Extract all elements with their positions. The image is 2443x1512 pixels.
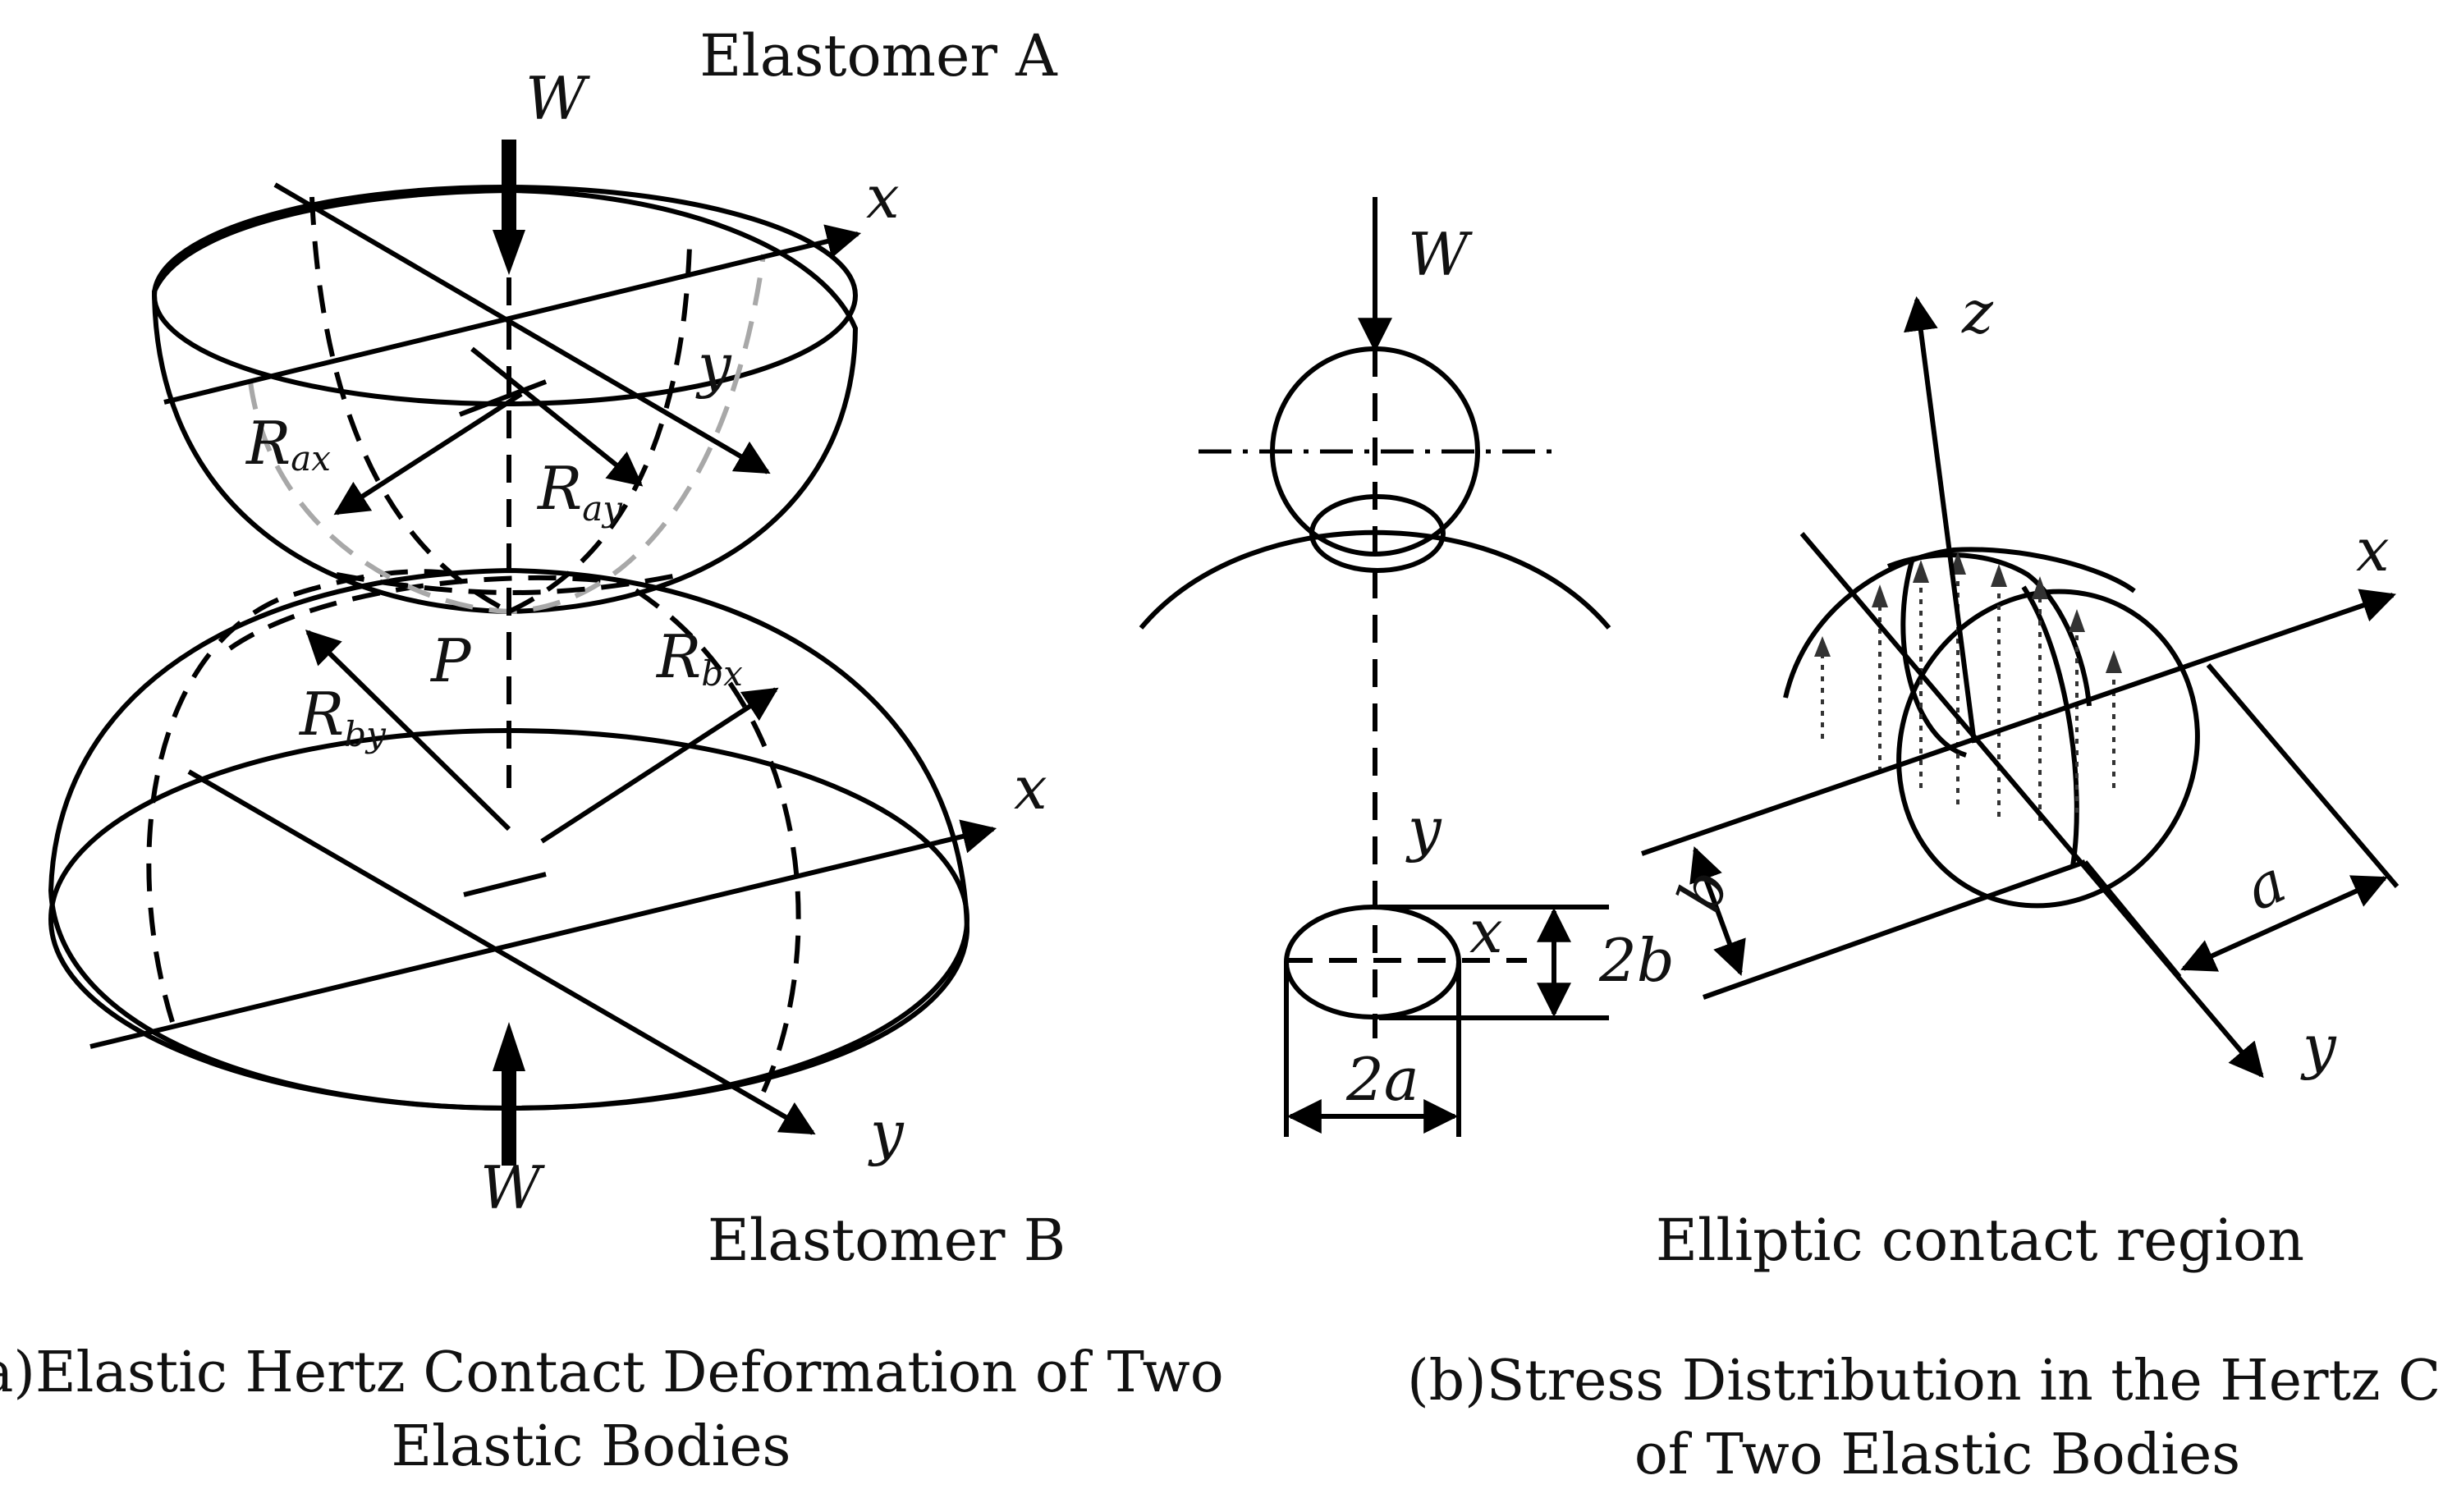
- panel-a: Elastomer A: [0, 22, 1224, 1479]
- radius-bx-label: Rbx: [655, 622, 743, 694]
- radius-ax-arrow: [333, 392, 523, 515]
- load-bottom-arrowhead: [493, 1022, 525, 1071]
- radius-ay-arrow: [470, 346, 644, 487]
- axis-z-arrow: [1904, 296, 1977, 744]
- dim-2a-label: 2a: [1345, 1045, 1419, 1114]
- caption-b-line2: of Two Elastic Bodies: [1634, 1423, 2240, 1487]
- load-top-arrowhead: [493, 230, 525, 275]
- body-b-axis-x: [89, 819, 997, 1049]
- radius-b-base-tick: [463, 872, 547, 897]
- dim-a-arrow: [2180, 875, 2388, 972]
- axis-x-bottom-label: x: [1014, 754, 1047, 822]
- body-a-contact-ring: [336, 572, 682, 596]
- load-bottom-label: W: [480, 1153, 545, 1222]
- axis-y-bottom-label: y: [868, 1098, 905, 1167]
- body-a-axis-x: [163, 224, 862, 405]
- axis-y-right-label: y: [2300, 1012, 2337, 1081]
- body-b: [48, 567, 997, 1135]
- axis-x-top-label: x: [866, 163, 900, 231]
- elastomer-b-label: Elastomer B: [708, 1207, 1066, 1274]
- body-a-hidden-arc-right: [507, 245, 692, 614]
- axis-x-right-label: x: [2356, 515, 2390, 584]
- load-b-label: W: [1408, 220, 1473, 289]
- dim-a-extension-2: [2083, 860, 2182, 978]
- body-b-hidden-arc-right: [622, 580, 801, 1093]
- axis-z-label: z: [1961, 277, 1994, 346]
- axis-y-mid-label: y: [1405, 795, 1442, 864]
- body-a-hidden-arc-left: [309, 196, 511, 614]
- body-b-hidden-arc-left: [146, 569, 461, 1023]
- axis-y-top-label: y: [695, 331, 732, 400]
- stress-contact-ellipse: [1896, 589, 2200, 909]
- radius-bx-arrow: [540, 687, 779, 844]
- stress-dome-meridian-1: [1900, 557, 1967, 758]
- body-b-axis-y: [187, 769, 816, 1135]
- radius-ay-label: Ray: [536, 454, 623, 529]
- stress-arrowheads: [1814, 552, 2122, 673]
- stress-dome-meridian-2: [2021, 585, 2079, 867]
- caption-a-line1: (a)Elastic Hertz Contact Deformation of …: [0, 1340, 1224, 1405]
- axis-y-right-arrow: [1799, 532, 2264, 1079]
- caption-b-line1: (b)Stress Distribution in the Hertz Cont…: [1407, 1349, 2443, 1413]
- radius-by-arrow: [305, 630, 511, 832]
- stress-3d: z x y a b: [1641, 277, 2399, 1081]
- radius-ax-label: Rax: [245, 409, 331, 479]
- axis-x-right-arrow: [1641, 589, 2396, 856]
- stress-dome-outline: [1783, 547, 2136, 699]
- elastomer-a-label: Elastomer A: [699, 22, 1058, 89]
- dim-2b-label: 2b: [1598, 926, 1675, 995]
- caption-a-line2: Elastic Bodies: [392, 1414, 791, 1479]
- dim-a-extension: [2206, 663, 2399, 888]
- body-a-axis-y: [273, 182, 771, 474]
- contact-point-label: P: [429, 626, 472, 695]
- load-top-label: W: [525, 64, 590, 133]
- region-label: Elliptic contact region: [1656, 1207, 2304, 1274]
- dim-b-arrow: [1689, 846, 1746, 976]
- stress-dome-inner: [1886, 552, 2092, 707]
- radius-by-label: Rby: [298, 680, 387, 754]
- body-a-bowl: [151, 187, 859, 615]
- dim-a-label: a: [2235, 846, 2295, 923]
- panel-b: W y x 2b 2a Elliptic contact region (b)S…: [1139, 197, 2443, 1487]
- dim-b-extension: [1702, 859, 2087, 1000]
- radius-a-base-tick: [458, 379, 548, 417]
